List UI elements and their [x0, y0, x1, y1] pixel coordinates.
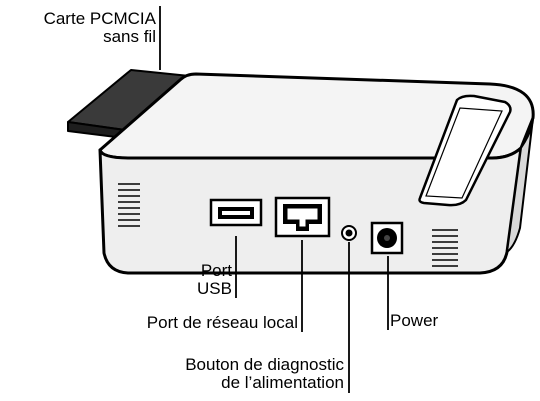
label-diag-line1: Bouton de diagnostic: [185, 355, 344, 374]
top-light-pipe: [418, 94, 512, 207]
lan-port: [274, 196, 331, 238]
right-vent: [432, 229, 458, 267]
label-power: Power: [390, 312, 510, 330]
label-pcmcia-line2: sans fil: [103, 27, 156, 46]
label-usb-line1: Port: [200, 261, 232, 280]
label-pcmcia: Carte PCMCIA sans fil: [4, 10, 156, 46]
label-diag: Bouton de diagnostic de l’alimentation: [100, 356, 344, 392]
label-usb-line2: USB: [197, 279, 232, 298]
device-right-side: [506, 117, 534, 253]
label-lan-line1: Port de réseau local: [146, 313, 298, 332]
diagnostic-button: [341, 225, 357, 241]
left-vent: [118, 183, 140, 227]
label-usb: Port USB: [170, 262, 232, 298]
label-diag-line2: de l’alimentation: [221, 373, 344, 392]
power-jack: [370, 221, 404, 255]
usb-port: [209, 198, 263, 227]
label-pcmcia-line1: Carte PCMCIA: [43, 9, 156, 28]
label-lan: Port de réseau local: [80, 314, 298, 332]
label-power-line1: Power: [390, 311, 439, 330]
